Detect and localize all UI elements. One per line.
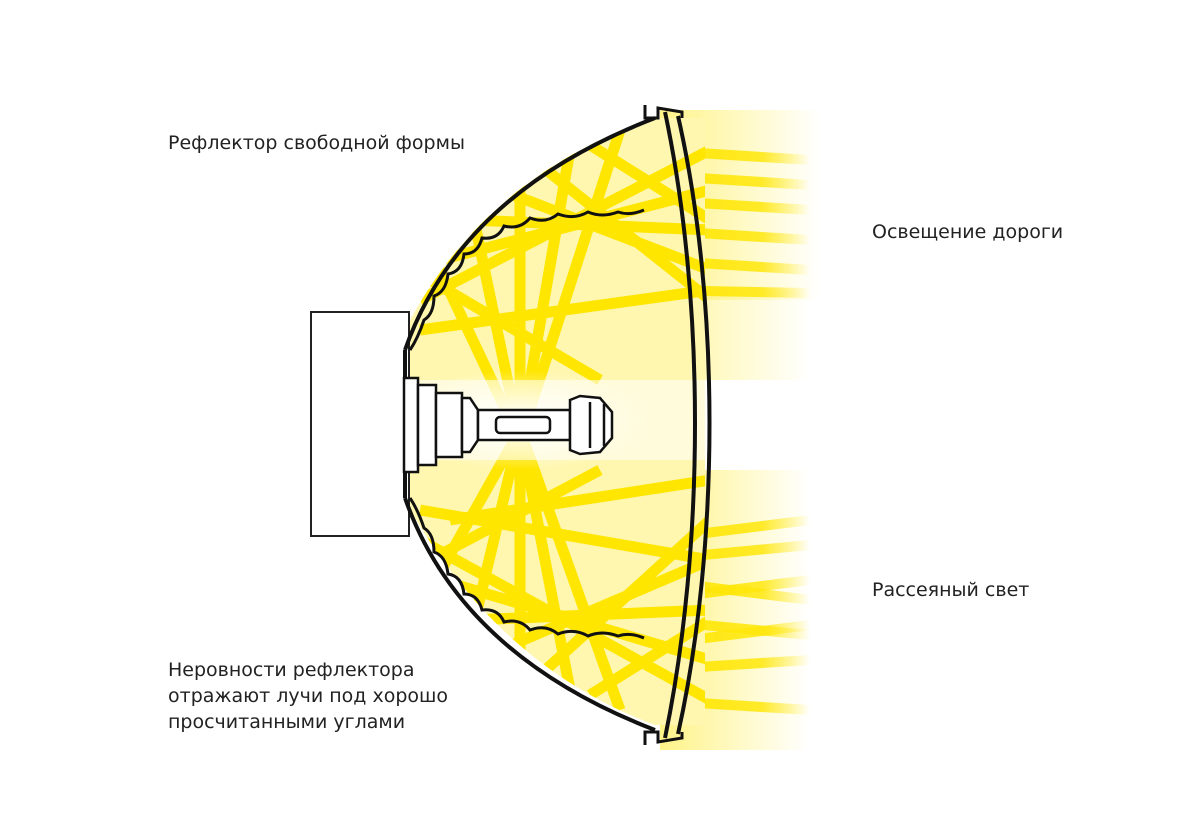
- label-line: Неровности рефлектора: [168, 659, 415, 681]
- wavy-reflector-surface: [408, 208, 645, 640]
- label-line: просчитанными углами: [168, 711, 406, 733]
- xenon-bulb: [402, 376, 614, 474]
- label-road-lighting: Освещение дороги: [872, 221, 1064, 243]
- label-line: отражают лучи под хорошо: [168, 685, 449, 707]
- label-reflector-unevenness: Неровности рефлектора отражают лучи под …: [168, 657, 488, 735]
- label-freeform-reflector: Рефлектор свободной формы: [168, 132, 465, 154]
- label-scattered-light: Рассеяный свет: [872, 579, 1030, 601]
- lamp-housing: [310, 311, 410, 537]
- front-lens: [643, 105, 712, 745]
